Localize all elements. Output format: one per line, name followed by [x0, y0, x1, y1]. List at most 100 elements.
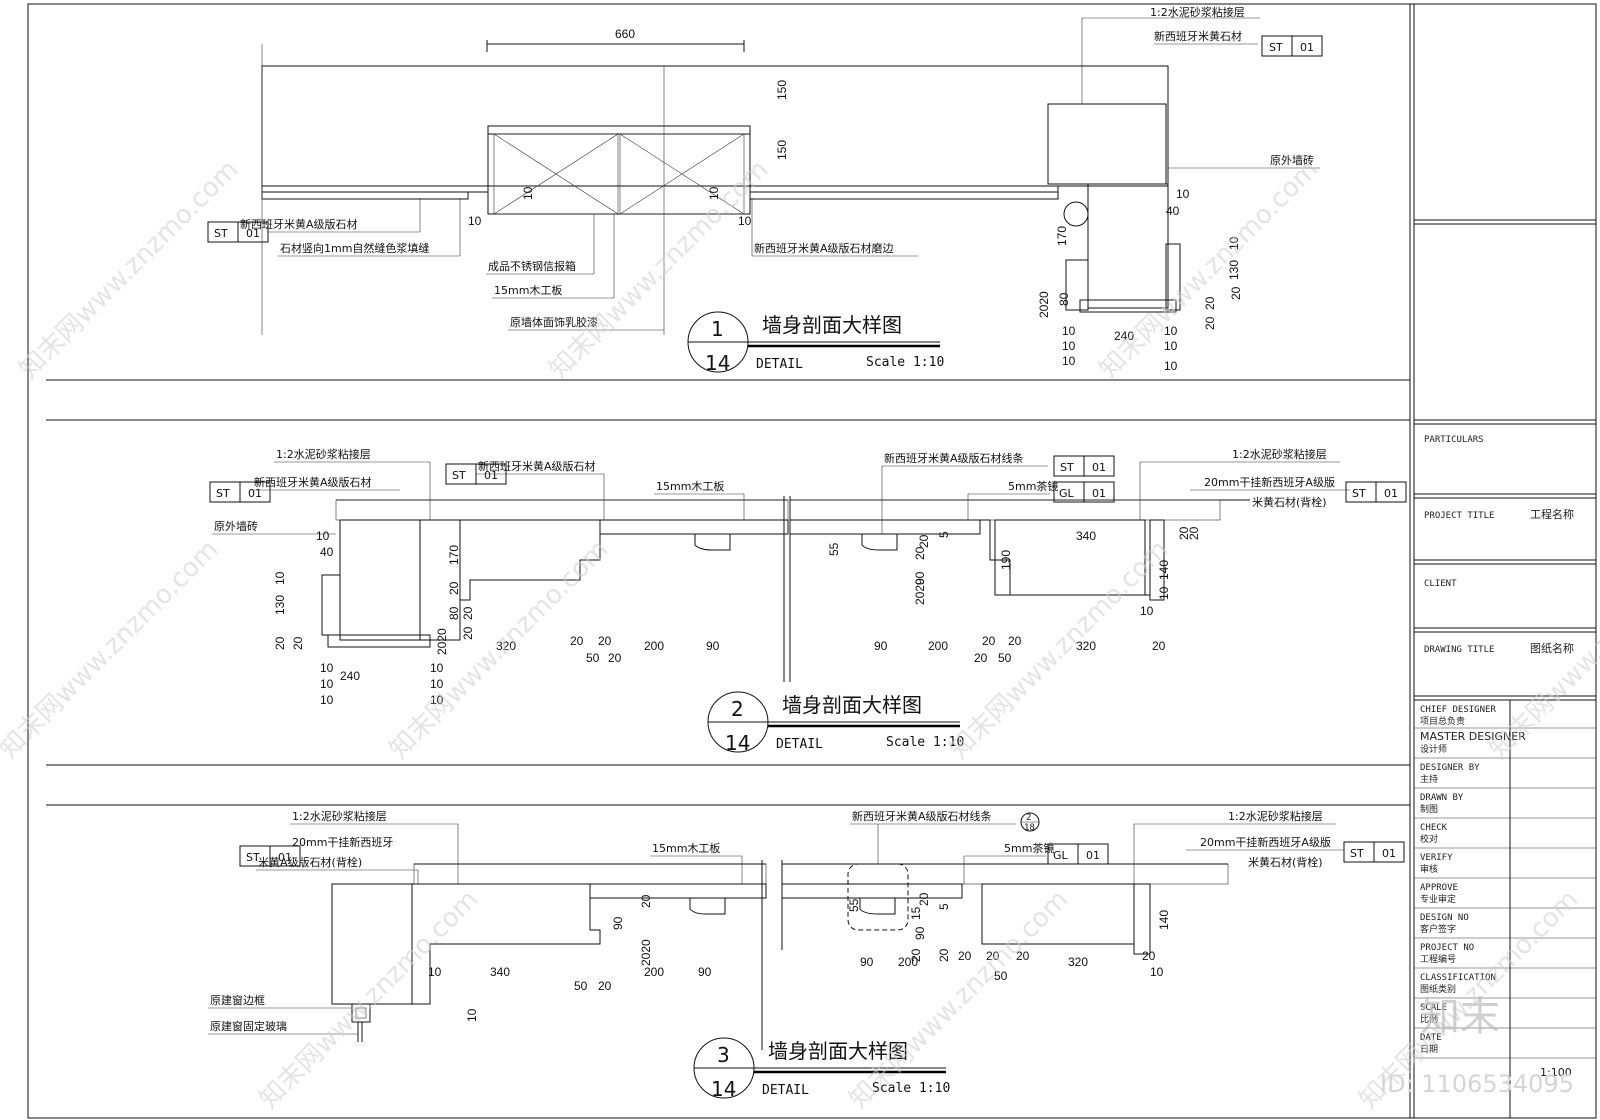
svg-text:10: 10 — [1062, 354, 1076, 368]
svg-text:ST: ST — [214, 227, 228, 240]
dimension-text: 90 — [913, 926, 927, 940]
dimension-text: 20 — [461, 626, 475, 640]
svg-text:5mm茶镜: 5mm茶镜 — [1004, 841, 1054, 855]
tb-row-label: PROJECT NO — [1420, 943, 1474, 953]
detail-1: 660 150 150 10 10 10 10 10 40 170 130 10… — [207, 5, 1323, 375]
svg-text:5mm茶镜: 5mm茶镜 — [1008, 479, 1058, 493]
dimension-text: 20 — [570, 634, 584, 648]
svg-text:18: 18 — [1024, 823, 1035, 833]
svg-text:原墙体面饰乳胶漆: 原墙体面饰乳胶漆 — [510, 315, 598, 329]
dimension-text: 10 — [273, 571, 287, 585]
svg-text:10: 10 — [707, 186, 721, 200]
svg-text:新西班牙米黄石材: 新西班牙米黄石材 — [1154, 29, 1242, 43]
tb-row-label-cn: 专业审定 — [1420, 893, 1456, 905]
svg-text:PROJECT TITLE: PROJECT TITLE — [1424, 511, 1494, 521]
dimension-text: 200 — [898, 955, 918, 969]
dimension-text: 10 — [465, 1008, 479, 1022]
svg-text:新西班牙米黄A级版石材线条: 新西班牙米黄A级版石材线条 — [852, 809, 992, 823]
dimension-text: 10 — [320, 693, 334, 707]
svg-text:1: 1 — [711, 317, 724, 341]
dimension-text: 10 — [430, 693, 444, 707]
tb-row-label-cn: 图纸类别 — [1420, 983, 1456, 995]
callout-cloud — [847, 863, 909, 931]
svg-text:10: 10 — [468, 214, 482, 228]
svg-text:01: 01 — [1086, 849, 1100, 862]
svg-text:01: 01 — [1384, 487, 1398, 500]
dimension-text: 90 — [611, 916, 625, 930]
dimension-text: 320 — [1068, 955, 1088, 969]
svg-text:米黄石材(背栓): 米黄石材(背栓) — [1252, 495, 1327, 509]
svg-text:DETAIL: DETAIL — [762, 1083, 809, 1098]
detail-2: ST 01 1:2水泥砂浆粘接层 新西班牙米黄A级版石材 原外墙砖 ST 01 … — [209, 447, 1407, 755]
dimension-text: 20 — [598, 634, 612, 648]
svg-text:14: 14 — [705, 351, 730, 375]
svg-text:20: 20 — [1203, 296, 1217, 310]
svg-text:130: 130 — [1227, 260, 1241, 280]
svg-text:20mm干挂新西班牙A级版: 20mm干挂新西班牙A级版 — [1200, 835, 1331, 849]
svg-text:1:2水泥砂浆粘接层: 1:2水泥砂浆粘接层 — [1232, 447, 1327, 461]
tb-row-label-cn: 校对 — [1420, 833, 1438, 845]
svg-text:新西班牙米黄A级版石材线条: 新西班牙米黄A级版石材线条 — [884, 451, 1024, 465]
tb-row-label-cn: 日期 — [1420, 1044, 1438, 1055]
dimension-text: 10 — [1150, 965, 1164, 979]
dimension-text: 10 — [430, 661, 444, 675]
dimension-text: 20 — [598, 979, 612, 993]
dimension-text: 15 — [909, 906, 923, 920]
dimension-text: 20 — [1187, 526, 1201, 540]
detail-2-title: 墙身剖面大样图 — [782, 693, 922, 717]
dimension-text: 2020 — [913, 578, 927, 605]
dimension-text: 140 — [1157, 560, 1171, 580]
dimension-text: 340 — [490, 965, 510, 979]
dimension-240: 240 — [1114, 329, 1134, 343]
svg-text:3: 3 — [717, 1043, 730, 1067]
dimension-text: 340 — [1076, 529, 1096, 543]
svg-text:80: 80 — [1057, 292, 1071, 306]
dimension-text: 140 — [1157, 910, 1171, 930]
svg-text:1:2水泥砂浆粘接层: 1:2水泥砂浆粘接层 — [276, 447, 371, 461]
dimension-text: 200 — [644, 639, 664, 653]
svg-text:ST: ST — [216, 487, 230, 500]
svg-text:知末网www.znzmo.com: 知末网www.znzmo.com — [254, 884, 485, 1115]
dimension-text: 50 — [586, 651, 600, 665]
dimension-text: 20 — [958, 949, 972, 963]
svg-text:GL: GL — [1053, 849, 1069, 862]
svg-text:10: 10 — [1164, 324, 1178, 338]
svg-text:1:2水泥砂浆粘接层: 1:2水泥砂浆粘接层 — [1228, 809, 1323, 823]
svg-text:01: 01 — [1382, 847, 1396, 860]
dimension-text: 20 — [608, 651, 622, 665]
svg-text:DETAIL: DETAIL — [756, 357, 803, 372]
svg-text:01: 01 — [246, 227, 260, 240]
dimension-text: 20 — [447, 581, 461, 595]
svg-text:新西班牙米黄A级版石材磨边: 新西班牙米黄A级版石材磨边 — [754, 241, 894, 255]
tb-scale-value: 1:100 — [1540, 1066, 1572, 1079]
tb-row-label: DATE — [1420, 1033, 1442, 1043]
label-mortar: 1:2水泥砂浆粘接层 — [1150, 5, 1245, 19]
tb-row-label-cn: 项目总负责 — [1420, 715, 1465, 727]
svg-text:15mm木工板: 15mm木工板 — [494, 283, 562, 297]
svg-text:ST: ST — [452, 469, 466, 482]
dimension-text: 50 — [574, 979, 588, 993]
svg-text:ST: ST — [246, 851, 260, 864]
svg-text:ST: ST — [1352, 487, 1366, 500]
dimension-text: 20 — [917, 534, 931, 548]
window-frame — [351, 1003, 371, 1023]
svg-text:石材竖向1mm自然缝色浆填缝: 石材竖向1mm自然缝色浆填缝 — [280, 241, 429, 255]
stone-block — [1047, 103, 1167, 185]
svg-text:GL: GL — [1059, 487, 1075, 500]
dimension-text: 10 — [428, 965, 442, 979]
svg-text:DETAIL: DETAIL — [776, 737, 823, 752]
label-mailbox: 成品不锈钢信报箱 — [488, 259, 576, 273]
dimension-text: 20 — [291, 636, 305, 650]
svg-text:知末网www.znzmo.com: 知末网www.znzmo.com — [14, 154, 245, 385]
tb-row-label-cn: 制图 — [1420, 803, 1438, 815]
svg-text:14: 14 — [711, 1077, 736, 1101]
svg-text:知末网www.znzmo.com: 知末网www.znzmo.com — [384, 534, 615, 765]
dimension-text: 2020 — [435, 628, 449, 655]
svg-text:40: 40 — [1166, 204, 1180, 218]
dimension-text: 20 — [917, 892, 931, 906]
tb-row-label: MASTER DESIGNER — [1420, 730, 1526, 743]
svg-text:15mm木工板: 15mm木工板 — [656, 479, 724, 493]
dimension-text: 20 — [1016, 949, 1030, 963]
svg-text:170: 170 — [1055, 226, 1069, 246]
